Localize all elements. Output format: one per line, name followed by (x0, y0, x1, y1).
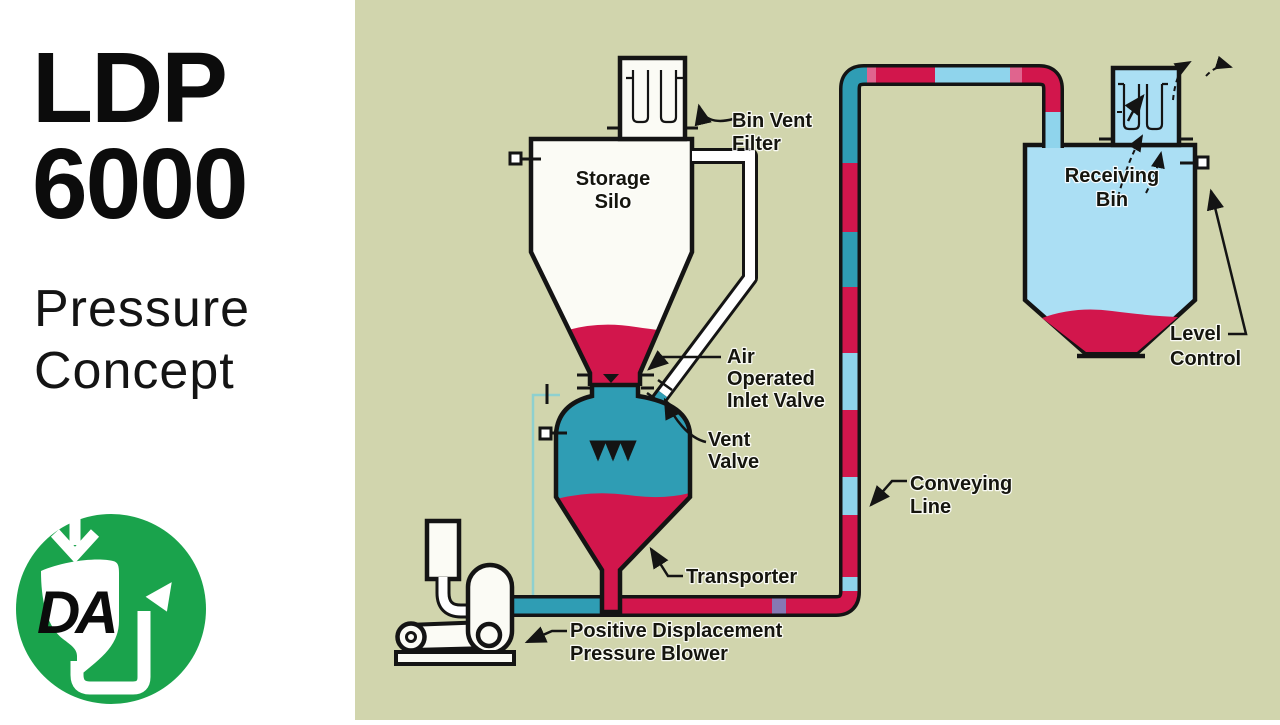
conveying-line-leader (869, 479, 907, 507)
pneumatic-conveying-diagram: Storage Silo Bin Vent Filter Air Operate… (394, 55, 1248, 667)
blower-leader (524, 626, 567, 644)
storage-silo-label: Storage (576, 168, 650, 190)
exhaust-arrow-icon (1205, 55, 1233, 77)
pipe-material-segment (1022, 67, 1061, 112)
blower-label: Pressure Blower (570, 643, 728, 665)
bin-vent-filter-leader (694, 103, 734, 127)
logo-pipe (70, 611, 151, 695)
level-sensor (1195, 155, 1210, 170)
receiving-bin-body (1022, 142, 1198, 356)
transporter-level-sensor (538, 426, 553, 441)
storage-silo-label: Silo (595, 191, 632, 213)
left-title-panel: LDP 6000 Pressure Concept DA (0, 0, 355, 720)
product-title: LDP 6000 (0, 0, 355, 240)
silo-filter-elements (626, 70, 683, 124)
airflow-arrow-icon (1145, 151, 1165, 194)
silo-body (531, 139, 692, 386)
bin-filter-elements (1118, 82, 1168, 131)
vent-pipe (659, 151, 755, 397)
transporter-outline (553, 382, 693, 615)
logo-inflow-arrow-icon (50, 519, 100, 564)
silo-bin-vent-filter (617, 55, 688, 142)
level-control-leader (1206, 188, 1248, 336)
diagram-labels: Storage Silo Bin Vent Filter Air Operate… (569, 109, 1243, 667)
label-leader-lines (524, 103, 1248, 644)
bin-airflow-arrows (1117, 55, 1233, 198)
inlet-valve-leader (647, 350, 721, 371)
transporter-label: Transporter (686, 566, 797, 588)
motor-pulley (395, 621, 427, 653)
product-subtitle: Pressure Concept (0, 232, 355, 403)
pipe-air-segment (842, 67, 867, 163)
product-subtitle-line-2: Concept (34, 342, 235, 401)
level-control-label: Level (1170, 323, 1221, 345)
pressure-blower (394, 518, 516, 666)
diagram-panel: Storage Silo Bin Vent Filter Air Operate… (355, 0, 1280, 720)
blower-elbow-pipe (438, 577, 482, 616)
conveying-line-label: Conveying (910, 473, 1012, 495)
inlet-valve-label: Operated (727, 368, 815, 390)
logo-hopper-shape (41, 559, 119, 675)
vent-valve-label: Vent (708, 429, 751, 451)
inlet-valve-label: Air (727, 346, 755, 368)
receiving-bin (1022, 55, 1233, 359)
airflow-arrow-icon (1124, 94, 1145, 122)
receiving-bin-material (1042, 309, 1178, 352)
blower-intake-silencer (424, 518, 462, 582)
conveying-line (506, 64, 1064, 617)
conveying-line-label: Line (910, 496, 951, 518)
vent-valve-label: Valve (708, 451, 759, 473)
level-control-label: Control (1170, 348, 1241, 370)
inlet-valve-disc (603, 374, 619, 383)
bin-vent-filter-label: Filter (732, 133, 781, 155)
receiving-bin-label: Bin (1096, 189, 1128, 211)
bin-vent-filter-label: Bin Vent (732, 110, 812, 132)
inlet-valve-label: Inlet Valve (727, 390, 825, 412)
blower-base-plate (394, 650, 516, 666)
bypass-air-line (531, 384, 560, 601)
product-title-line-1: LDP (32, 32, 228, 144)
pipe-material-segment (600, 590, 858, 614)
inlet-valve-flange-ticks (577, 373, 654, 390)
logo-pipe-arrow-icon (145, 582, 172, 612)
transporter-material (556, 493, 690, 612)
storage-silo (508, 55, 698, 390)
transporter-flow-arrows (589, 440, 637, 462)
transporter-leader (649, 546, 683, 578)
product-title-line-2: 6000 (32, 128, 248, 240)
vent-valve-leader (663, 397, 707, 444)
blower-pulley (475, 621, 503, 649)
silo-level-sensor (508, 151, 523, 166)
exhaust-arrow-icon (1172, 61, 1192, 101)
product-subtitle-line-1: Pressure (34, 280, 251, 338)
logo-monogram-text: DA (37, 579, 114, 646)
blower-label: Positive Displacement (570, 620, 783, 642)
company-logo-icon: DA (16, 514, 206, 704)
transporter (538, 382, 693, 615)
receiving-bin-label: Receiving (1065, 165, 1159, 187)
motor-pulley-hub (405, 631, 417, 643)
